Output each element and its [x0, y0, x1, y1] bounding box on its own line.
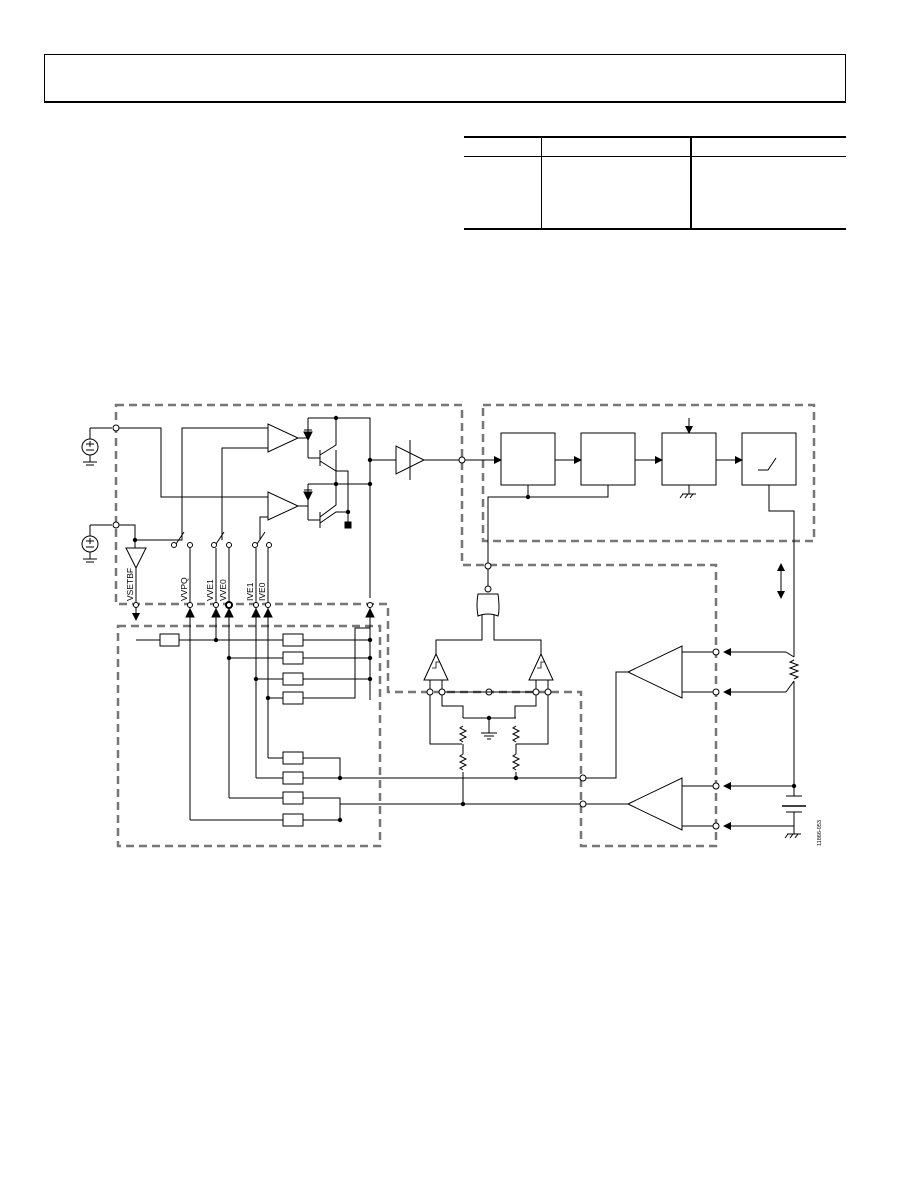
comparator-right — [528, 652, 554, 681]
pin-label-ive0: IVE0 — [257, 582, 267, 601]
source-1 — [81, 427, 112, 466]
outline-switch-block — [116, 624, 382, 848]
table-column-divider — [541, 136, 542, 230]
junction-dots — [132, 415, 797, 823]
table-column-divider — [690, 136, 692, 230]
vsetbf-buffer — [125, 547, 147, 570]
chain-block-3 — [661, 432, 717, 486]
outline-drive-block — [114, 403, 718, 848]
pin-labels: VSETBF VVPQ VVE1 VVE0 IVE1 IVE0 — [125, 568, 267, 601]
pin-label-vsetbf: VSETBF — [125, 568, 135, 601]
pin-label-vve0: VVE0 — [218, 579, 228, 601]
table-top-rule — [464, 136, 846, 138]
pin-label-vve1: VVE1 — [205, 579, 215, 601]
table-bottom-rule — [464, 228, 846, 230]
chain-block-filter — [741, 432, 797, 486]
outline-signal-chain — [481, 403, 816, 543]
comparator-left — [423, 652, 449, 681]
chain-block-2 — [580, 432, 636, 486]
chain-block-1 — [500, 432, 556, 486]
amp-lower — [267, 491, 300, 521]
source-2 — [81, 524, 112, 563]
page-header — [44, 54, 846, 103]
sense-amp-upper — [626, 645, 683, 699]
figure-code: 11866-053 — [817, 820, 823, 846]
pin-label-vvpq: VVPQ — [179, 577, 189, 601]
sense-amp-lower — [626, 777, 683, 831]
or-gate — [476, 593, 500, 617]
dashed-block-outlines — [114, 403, 816, 848]
pin-label-ive1: IVE1 — [245, 582, 255, 601]
spec-table — [464, 136, 846, 231]
amp-upper — [267, 423, 300, 453]
table-header-rule — [464, 156, 846, 157]
